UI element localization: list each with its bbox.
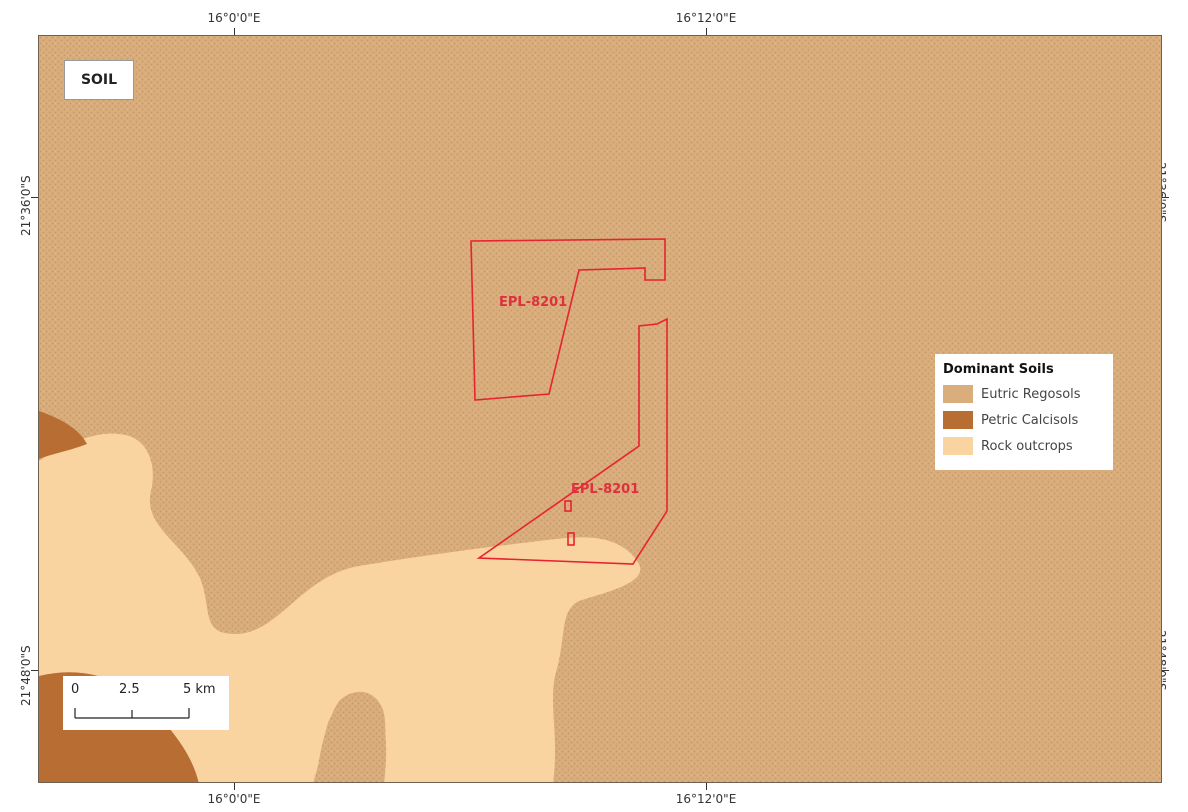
scale-label-2-5: 2.5	[119, 682, 140, 697]
legend-label-rock-outcrops: Rock outcrops	[981, 438, 1073, 454]
legend-swatch-rock-outcrops	[943, 437, 973, 455]
graticule-tick	[31, 670, 38, 671]
scale-label-0: 0	[71, 682, 80, 697]
epl-label-north: EPL-8201	[499, 295, 568, 310]
petric-calcisols-area-1	[39, 411, 87, 459]
graticule-tick	[706, 28, 707, 35]
graticule-tick	[234, 28, 235, 35]
legend-title: Dominant Soils	[943, 362, 1054, 377]
legend-label-eutric-regosols: Eutric Regosols	[981, 386, 1081, 402]
graticule-tick	[234, 783, 235, 790]
map-title-text: SOIL	[80, 72, 118, 88]
graticule-top-label-1: 16°0'0"E	[207, 11, 261, 25]
eutric-regosols-island	[315, 692, 386, 782]
legend-label-petric-calcisols: Petric Calcisols	[981, 412, 1079, 428]
legend-swatch-eutric-regosols	[943, 385, 973, 403]
scale-bar: 0 2.5 5 km	[63, 676, 229, 730]
graticule-tick	[1162, 197, 1169, 198]
map-title: SOIL	[64, 60, 134, 100]
scale-bar-graphic	[74, 708, 190, 719]
map-frame[interactable]: SOIL EPL-8201 EPL-8201 Dominant Soils Eu…	[38, 35, 1162, 783]
graticule-bottom-label-1: 16°0'0"E	[207, 792, 261, 806]
epl-marker	[567, 532, 575, 546]
legend-item-rock-outcrops: Rock outcrops	[943, 433, 1107, 459]
epl-8201-boundary-south[interactable]	[476, 317, 668, 565]
graticule-tick	[31, 197, 38, 198]
graticule-left-label-1: 21°36'0"S	[19, 175, 33, 236]
legend: Dominant Soils Eutric Regosols Petric Ca…	[935, 354, 1113, 470]
graticule-left-label-2: 21°48'0"S	[19, 645, 33, 706]
legend-item-petric-calcisols: Petric Calcisols	[943, 407, 1107, 433]
graticule-bottom-label-2: 16°12'0"E	[675, 792, 737, 806]
graticule-tick	[1162, 670, 1169, 671]
epl-8201-boundary-north[interactable]	[470, 238, 666, 401]
graticule-tick	[706, 783, 707, 790]
graticule-top-label-2: 16°12'0"E	[675, 11, 737, 25]
epl-label-south: EPL-8201	[571, 482, 640, 497]
legend-swatch-petric-calcisols	[943, 411, 973, 429]
scale-label-5km: 5 km	[183, 682, 216, 697]
epl-marker	[564, 500, 572, 512]
legend-item-eutric-regosols: Eutric Regosols	[943, 381, 1107, 407]
